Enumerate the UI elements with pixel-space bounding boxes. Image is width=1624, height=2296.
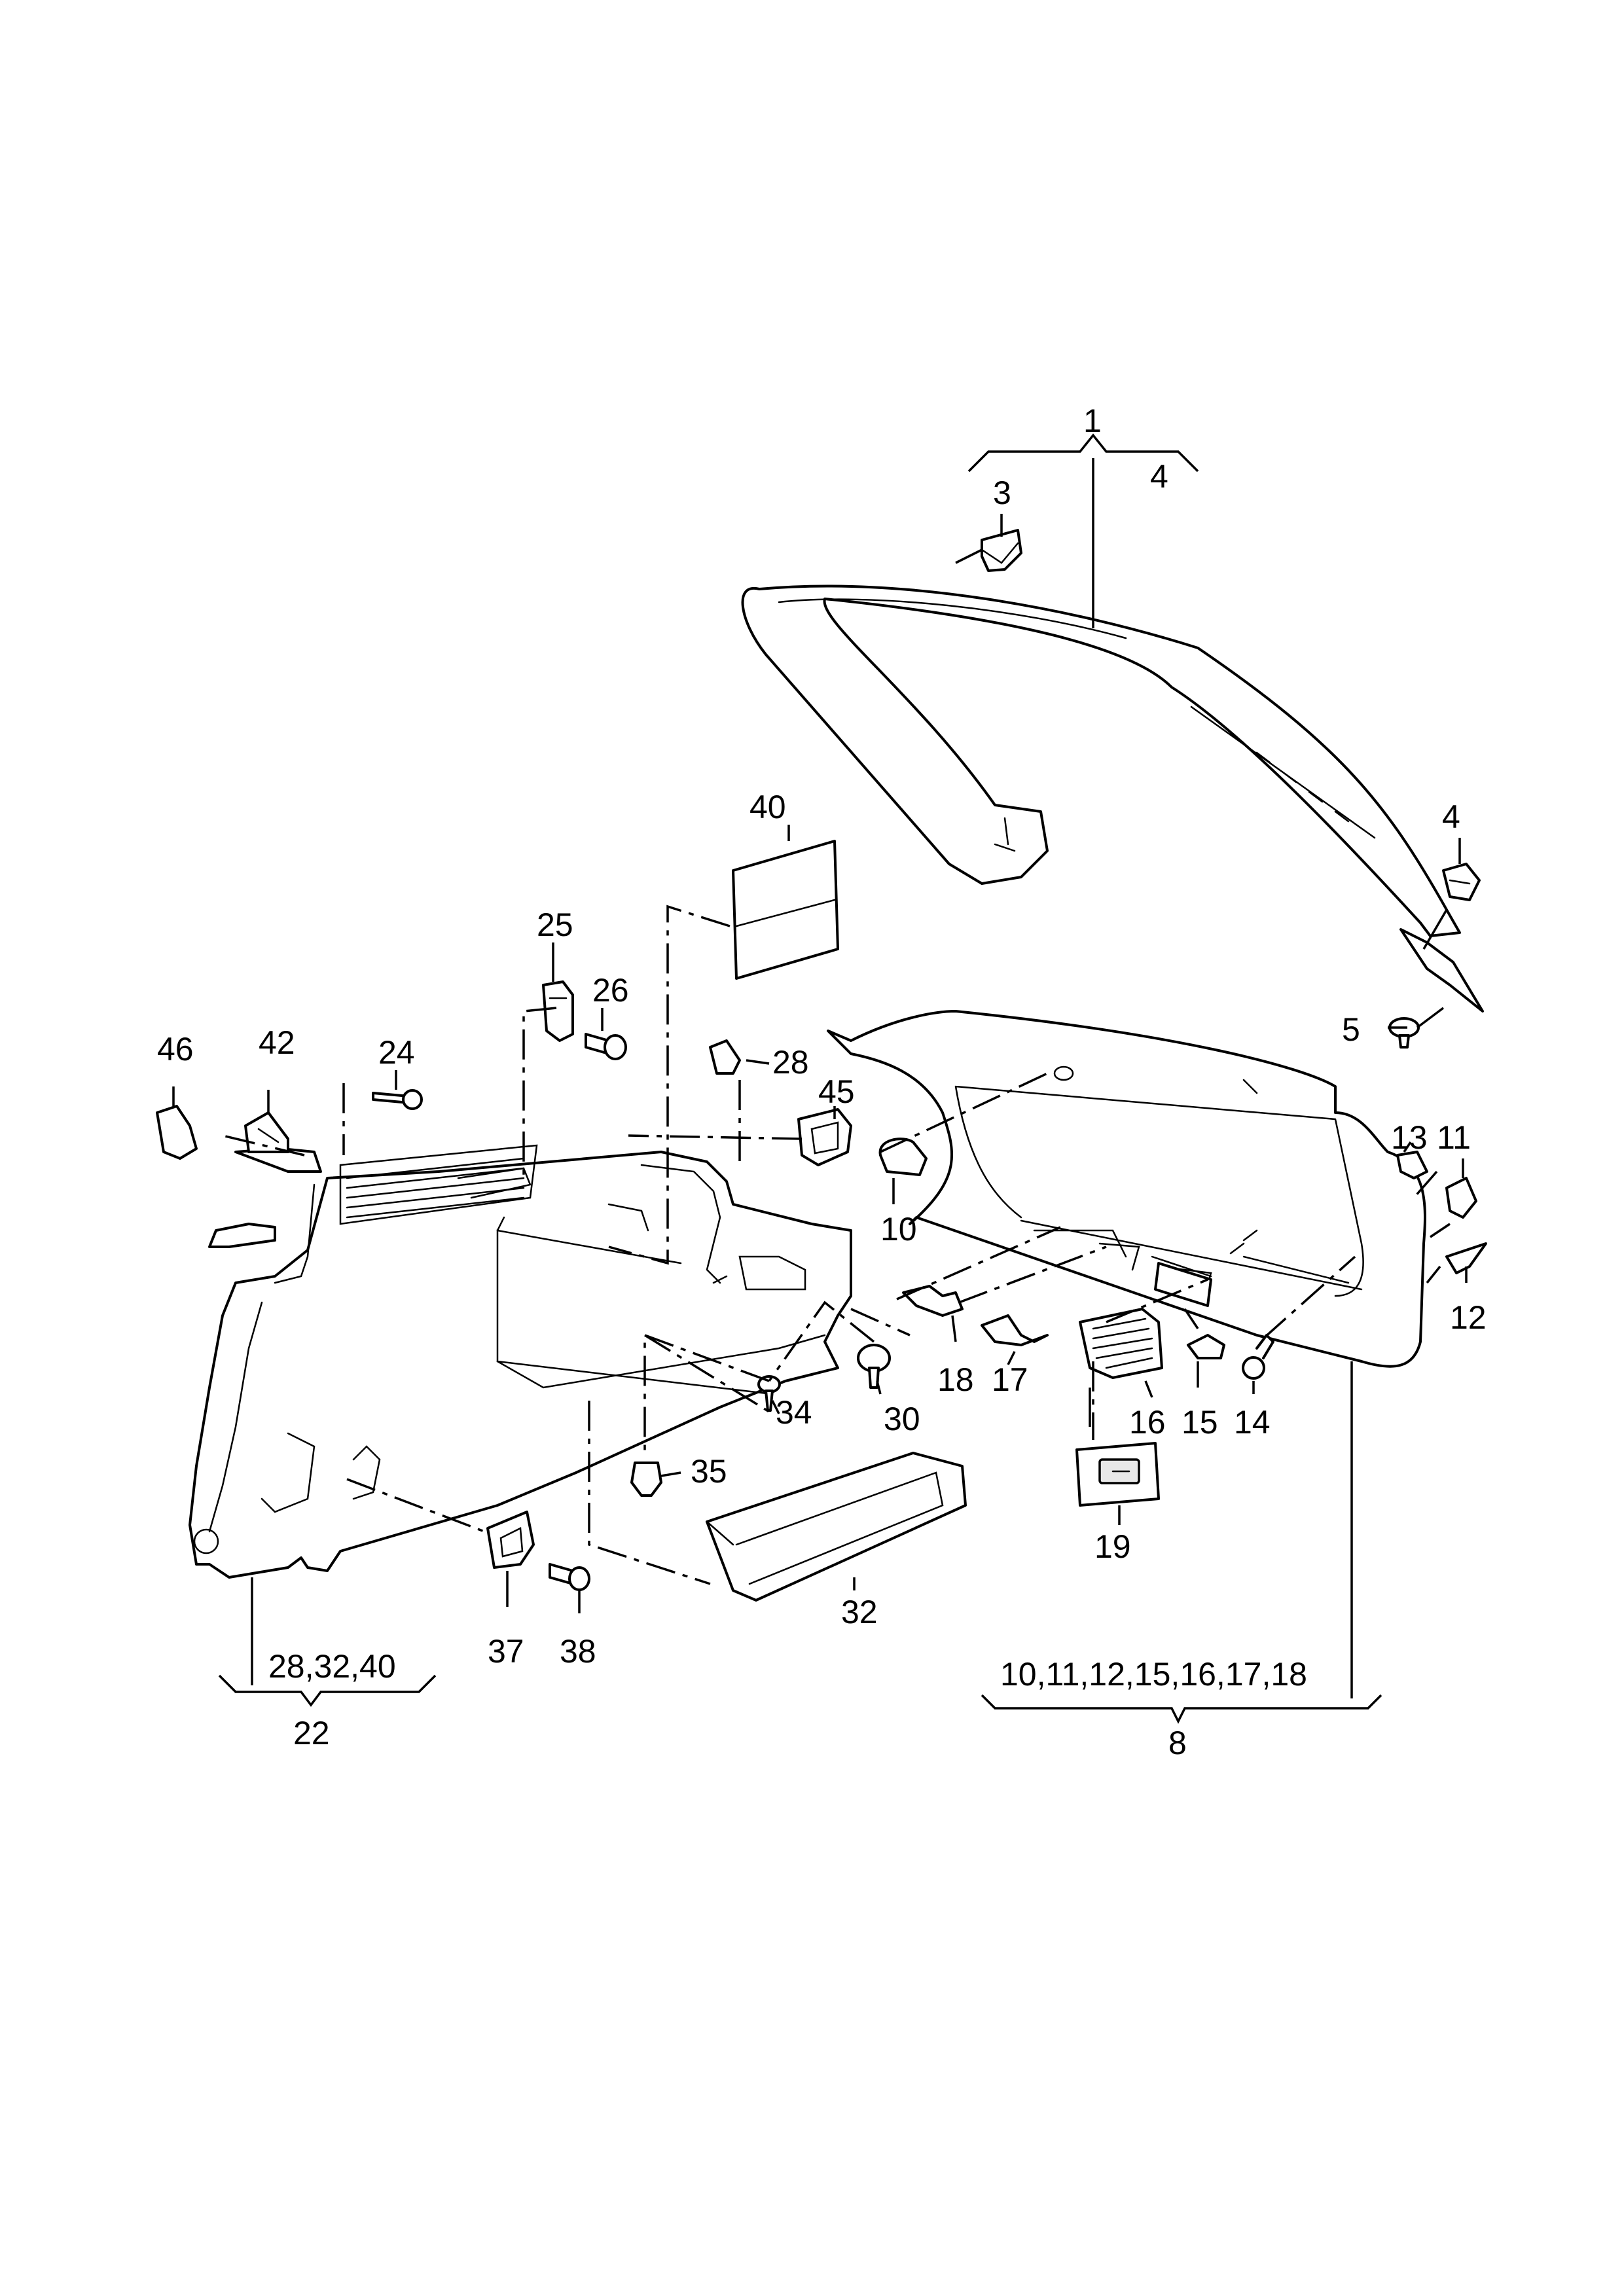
callout-46: 46 bbox=[157, 1031, 194, 1067]
callout-3: 3 bbox=[993, 475, 1011, 511]
callout-25: 25 bbox=[537, 906, 573, 943]
part-37-handle bbox=[486, 1511, 535, 1569]
part-13-clip bbox=[1396, 1151, 1428, 1179]
callout-28: 28 bbox=[772, 1044, 809, 1081]
part-19-switch bbox=[1075, 1442, 1160, 1507]
callout-15: 15 bbox=[1182, 1404, 1218, 1441]
callout-19: 19 bbox=[1094, 1528, 1131, 1565]
callout-8: 8 bbox=[1168, 1725, 1187, 1761]
callout-22: 22 bbox=[293, 1715, 330, 1751]
callout-labels: 1 3 4 4 5 10,11,12,15,16,17,18 8 10 11 1… bbox=[157, 403, 1487, 1761]
callout-1: 1 bbox=[1083, 403, 1102, 439]
part-45-handle bbox=[797, 1108, 852, 1166]
part-1-upper-trim bbox=[741, 584, 1484, 1013]
part-3-clip bbox=[981, 529, 1022, 572]
part-15-clip bbox=[1187, 1334, 1225, 1359]
part-28-clip bbox=[709, 1039, 741, 1075]
callout-32: 32 bbox=[841, 1594, 878, 1630]
callout-16: 16 bbox=[1129, 1404, 1166, 1441]
callout-24: 24 bbox=[378, 1034, 415, 1071]
callout-11: 11 bbox=[1437, 1119, 1471, 1156]
part-46-clip bbox=[156, 1105, 198, 1160]
callout-12: 12 bbox=[1450, 1299, 1487, 1336]
part-11-clip bbox=[1445, 1177, 1477, 1219]
part-24-screw bbox=[372, 1089, 423, 1110]
part-10-plug bbox=[878, 1138, 928, 1176]
part-25-bracket bbox=[542, 980, 574, 1042]
part-18-badge bbox=[902, 1285, 964, 1317]
callout-22-group: 28,32,40 bbox=[268, 1648, 396, 1685]
callout-4-right: 4 bbox=[1442, 798, 1460, 835]
callout-37: 37 bbox=[488, 1633, 524, 1670]
assembly-lines bbox=[222, 905, 1451, 1585]
callout-40: 40 bbox=[749, 789, 786, 825]
callout-5: 5 bbox=[1342, 1011, 1360, 1048]
callout-42: 42 bbox=[259, 1024, 295, 1061]
leader-lines bbox=[172, 433, 1468, 1724]
callout-34: 34 bbox=[776, 1394, 812, 1431]
part-38-bolt bbox=[549, 1563, 590, 1591]
callout-26: 26 bbox=[592, 972, 629, 1009]
part-22-side-trim-panel bbox=[189, 1144, 852, 1579]
part-17-badge bbox=[981, 1314, 1049, 1346]
part-32-storage-compartment bbox=[706, 1452, 967, 1602]
part-5-push-rivet bbox=[1388, 1017, 1420, 1049]
callout-4-top: 4 bbox=[1150, 458, 1168, 495]
part-40-cover-panel bbox=[732, 840, 839, 980]
callout-14: 14 bbox=[1234, 1404, 1271, 1441]
callout-30: 30 bbox=[884, 1401, 920, 1437]
callout-45: 45 bbox=[818, 1073, 855, 1110]
callout-35: 35 bbox=[691, 1453, 727, 1490]
callout-10: 10 bbox=[880, 1211, 917, 1247]
part-30-push-clip bbox=[857, 1344, 891, 1389]
callout-8-group: 10,11,12,15,16,17,18 bbox=[1000, 1656, 1307, 1693]
callout-17: 17 bbox=[992, 1361, 1028, 1398]
callout-38: 38 bbox=[560, 1633, 596, 1670]
callout-13: 13 bbox=[1391, 1119, 1428, 1156]
part-16-speaker-grille bbox=[1079, 1308, 1163, 1379]
part-14-screw bbox=[1242, 1334, 1274, 1380]
part-26-bolt bbox=[585, 1033, 627, 1060]
part-4-clip bbox=[1442, 863, 1481, 901]
callout-18: 18 bbox=[937, 1361, 974, 1398]
part-34-screw bbox=[757, 1375, 781, 1412]
part-35-plug bbox=[630, 1462, 662, 1497]
part-12-clip bbox=[1445, 1242, 1487, 1274]
